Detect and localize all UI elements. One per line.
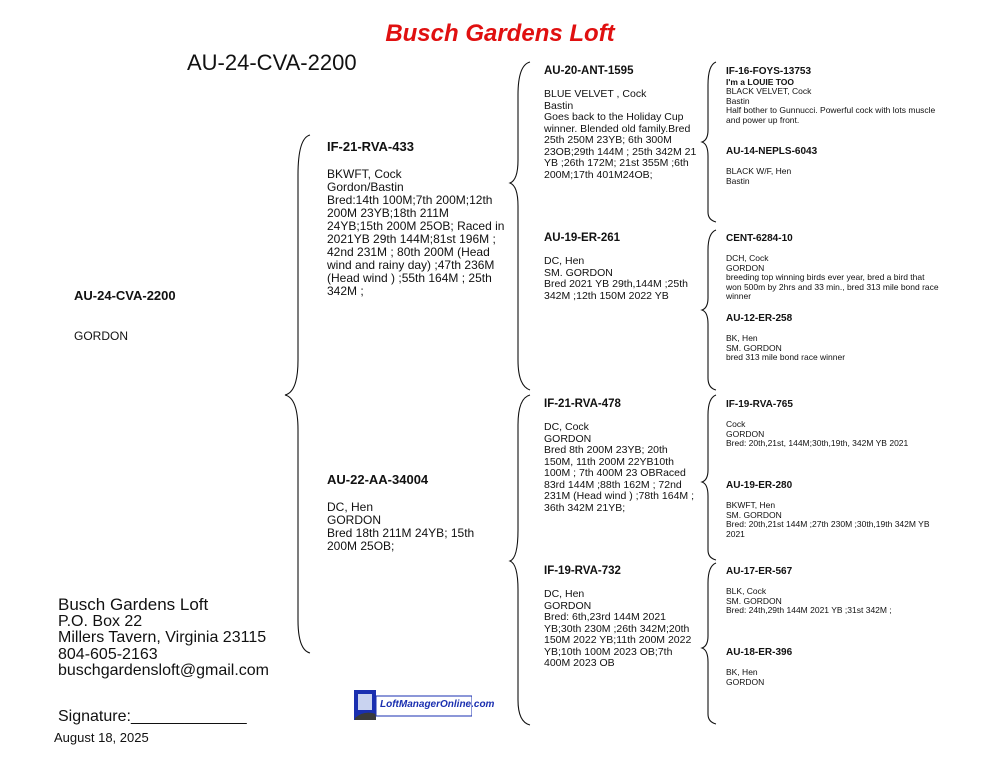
subject-strain: GORDON — [74, 329, 128, 343]
sire-entry: IF-21-RVA-433 BKWFT, Cock Gordon/Bastin … — [327, 139, 507, 298]
ggp-details: BK, Hen GORDON — [726, 667, 765, 687]
sire-dam-band: AU-19-ER-261 — [544, 232, 621, 244]
ggp-band: IF-19-RVA-765 — [726, 399, 793, 410]
sire-dam-details: DC, Hen SM. GORDON Bred 2021 YB 29th,144… — [544, 255, 688, 302]
bracket-dam — [508, 394, 531, 726]
bracket-dam-sire — [700, 394, 717, 561]
ggp-band: AU-18-ER-396 — [726, 647, 793, 658]
ggp-details: BLK, Cock SM. GORDON Bred: 24th,29th 144… — [726, 586, 892, 615]
signature-line: Signature:_____________ — [58, 708, 247, 725]
loftmanager-logo: LoftManagerOnline.com — [352, 688, 494, 724]
ggp-band: CENT-6284-10 — [726, 233, 793, 244]
bracket-sire — [508, 61, 531, 391]
ggp-details: BLACK VELVET, Cock Bastin Half bother to… — [726, 86, 936, 125]
dam-sire-details: DC, Cock GORDON Bred 8th 200M 23YB; 20th… — [544, 421, 694, 514]
subject-entry: AU-24-CVA-2200 GORDON — [74, 288, 274, 343]
ggp-entry: IF-16-FOYS-13753 I'm a LOUIE TOO BLACK V… — [726, 66, 956, 125]
ggp-details: Cock GORDON Bred: 20th,21st, 144M;30th,1… — [726, 419, 909, 448]
ggp-entry: AU-17-ER-567 BLK, Cock SM. GORDON Bred: … — [726, 566, 956, 616]
ggp-band: AU-19-ER-280 — [726, 480, 793, 491]
dam-sire-band: IF-21-RVA-478 — [544, 398, 621, 410]
ggp-nickname: I'm a LOUIE TOO — [726, 77, 794, 87]
ggp-entry: IF-19-RVA-765 Cock GORDON Bred: 20th,21s… — [726, 399, 956, 449]
logo-graphic — [354, 690, 473, 720]
print-date: August 18, 2025 — [54, 730, 149, 745]
sire-sire-entry: AU-20-ANT-1595 BLUE VELVET , Cock Bastin… — [544, 65, 704, 181]
page-title: Busch Gardens Loft — [385, 20, 615, 47]
ggp-band: AU-12-ER-258 — [726, 313, 793, 324]
sire-sire-band: AU-20-ANT-1595 — [544, 65, 634, 77]
bracket-subject — [284, 134, 311, 654]
band-id-heading: AU-24-CVA-2200 — [187, 50, 357, 75]
bracket-sire-sire — [700, 61, 717, 223]
ggp-band: AU-14-NEPLS-6043 — [726, 146, 818, 157]
ggp-entry: AU-12-ER-258 BK, Hen SM. GORDON bred 313… — [726, 313, 956, 363]
dam-dam-band: IF-19-RVA-732 — [544, 565, 621, 577]
dam-band: AU-22-AA-34004 — [327, 472, 429, 487]
sire-dam-entry: AU-19-ER-261 DC, Hen SM. GORDON Bred 202… — [544, 232, 704, 302]
ggp-entry: CENT-6284-10 DCH, Cock GORDON breeding t… — [726, 233, 956, 302]
dam-dam-details: DC, Hen GORDON Bred: 6th,23rd 144M 2021 … — [544, 588, 692, 669]
phone: 804-605-2163 — [58, 645, 158, 663]
ggp-entry: AU-14-NEPLS-6043 BLACK W/F, Hen Bastin — [726, 146, 956, 186]
ggp-details: BLACK W/F, Hen Bastin — [726, 166, 792, 186]
logo-text: LoftManagerOnline.com — [380, 699, 495, 710]
ggp-details: DCH, Cock GORDON breeding top winning bi… — [726, 253, 939, 301]
ggp-band: IF-16-FOYS-13753 — [726, 66, 812, 77]
address-line-2: Millers Tavern, Virginia 23115 — [58, 629, 267, 646]
ggp-entry: AU-19-ER-280 BKWFT, Hen SM. GORDON Bred:… — [726, 480, 956, 539]
ggp-details: BKWFT, Hen SM. GORDON Bred: 20th,21st 14… — [726, 500, 930, 539]
sire-sire-details: BLUE VELVET , Cock Bastin Goes back to t… — [544, 88, 697, 181]
sire-details: BKWFT, Cock Gordon/Bastin Bred:14th 100M… — [327, 167, 505, 298]
sire-band: IF-21-RVA-433 — [327, 139, 414, 154]
contact-block: Busch Gardens Loft P.O. Box 22 Millers T… — [58, 595, 270, 680]
dam-details: DC, Hen GORDON Bred 18th 211M 24YB; 15th… — [327, 500, 475, 553]
subject-band: AU-24-CVA-2200 — [74, 288, 176, 303]
address-line-1: P.O. Box 22 — [58, 612, 143, 630]
ggp-entry: AU-18-ER-396 BK, Hen GORDON — [726, 647, 956, 687]
dam-sire-entry: IF-21-RVA-478 DC, Cock GORDON Bred 8th 2… — [544, 398, 704, 514]
ggp-details: BK, Hen SM. GORDON bred 313 mile bond ra… — [726, 333, 846, 362]
bracket-sire-dam — [700, 229, 717, 391]
dam-dam-entry: IF-19-RVA-732 DC, Hen GORDON Bred: 6th,2… — [544, 565, 704, 670]
ggp-band: AU-17-ER-567 — [726, 566, 793, 577]
loft-name: Busch Gardens Loft — [58, 595, 209, 614]
email: buschgardensloft@gmail.com — [58, 662, 270, 679]
dam-entry: AU-22-AA-34004 DC, Hen GORDON Bred 18th … — [327, 472, 507, 553]
bracket-dam-dam — [700, 562, 717, 725]
